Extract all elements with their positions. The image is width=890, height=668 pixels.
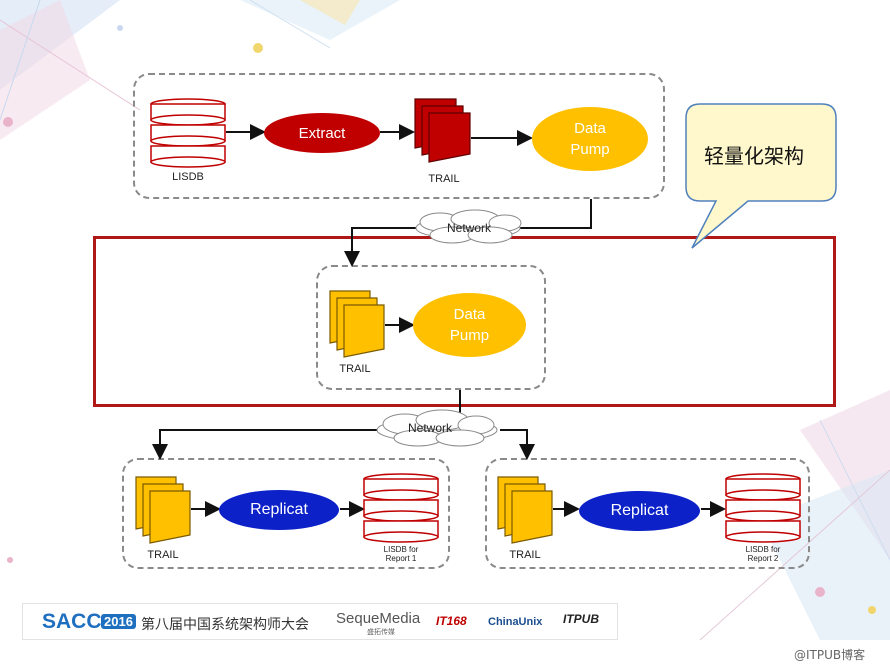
report-1-trail-label: TRAIL: [147, 549, 179, 561]
sponsor-it168: IT168: [436, 614, 467, 628]
top-pump-line-2: Pump: [570, 141, 610, 158]
network-cloud-2: [376, 409, 498, 447]
middle-trail-label: TRAIL: [339, 363, 371, 375]
watermark: @ITPUB博客: [794, 648, 866, 662]
top-trail-label: TRAIL: [428, 173, 460, 185]
report-2-trail-label: TRAIL: [509, 549, 541, 561]
report-1-trail-files-icon: [135, 476, 191, 544]
report-2-db-line-1: LISDB for: [745, 545, 781, 554]
replicat-2-label: Replicat: [610, 502, 669, 519]
sacc-logo: SACC: [42, 610, 102, 633]
conference-title: 第八届中国系统架构师大会: [141, 617, 309, 633]
report-1-db-line-1: LISDB for: [383, 545, 419, 554]
source-database-icon: [150, 98, 226, 168]
top-pump-line-1: Data: [574, 120, 606, 137]
middle-pump-line-2: Pump: [449, 327, 490, 344]
sacc-year-badge: 2016: [101, 614, 136, 629]
top-data-pump: Data Pump: [532, 107, 648, 171]
network-label-2: Network: [407, 421, 452, 435]
extract-label: Extract: [298, 124, 346, 142]
intermediate-group: [316, 265, 546, 390]
network-cloud-1: [415, 209, 522, 244]
source-db-label: LISDB: [172, 171, 204, 183]
report-2-trail-files-icon: [497, 476, 553, 544]
source-group: [133, 73, 665, 199]
callout-bubble: [685, 103, 837, 249]
report-2-db-label: LISDB for Report 2: [726, 545, 800, 563]
report-1-db-label: LISDB for Report 1: [364, 545, 438, 563]
report-1-db-line-2: Report 1: [385, 554, 417, 563]
callout-text: 轻量化架构: [704, 144, 804, 168]
sponsor-sequemedia: SequeMedia: [336, 610, 421, 627]
extract-process: Extract: [264, 113, 380, 153]
middle-data-pump: Data Pump: [413, 293, 526, 357]
sponsor-sequemedia-sub: 盛拓传媒: [367, 628, 395, 636]
replicat-1-process: Replicat: [219, 490, 339, 530]
report-1-database-icon: [363, 473, 439, 543]
network-label-1: Network: [446, 221, 491, 235]
report-2-database-icon: [725, 473, 801, 543]
sponsor-chinaunix: ChinaUnix: [488, 616, 543, 628]
report-2-group: [485, 458, 810, 569]
top-trail-files-icon: [414, 98, 471, 163]
report-2-db-line-2: Report 2: [747, 554, 779, 563]
report-1-group: [122, 458, 450, 569]
middle-pump-line-1: Data: [453, 306, 486, 323]
replicat-1-label: Replicat: [250, 501, 308, 518]
replicat-2-process: Replicat: [579, 491, 700, 531]
middle-trail-files-icon: [329, 290, 385, 358]
sponsor-itpub: ITPUB: [563, 612, 599, 626]
